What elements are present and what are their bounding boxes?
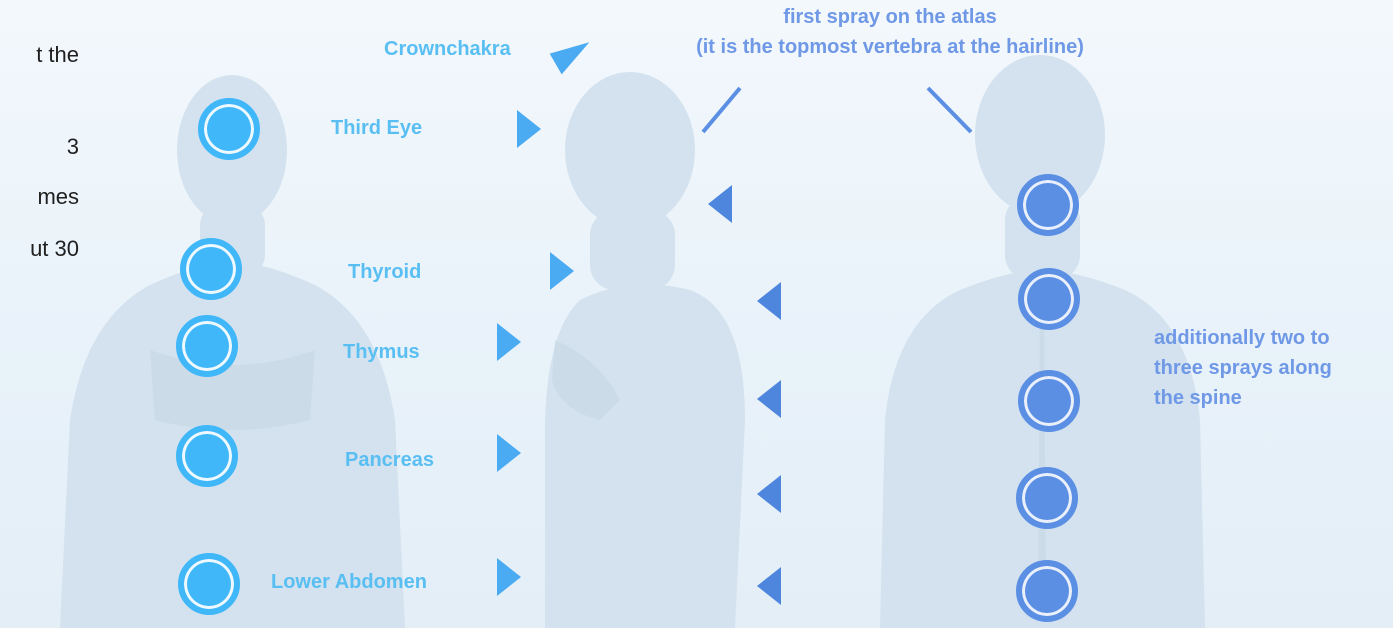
side-body-figure bbox=[545, 72, 745, 628]
spray-point-spine-2 bbox=[1018, 370, 1080, 432]
intro-text-fragment: t the 3 mes ut 30 bbox=[0, 0, 85, 300]
atlas-pointer-line-left bbox=[703, 88, 740, 132]
pointer-left-icon bbox=[757, 567, 781, 605]
spine-note-line-1: additionally two to bbox=[1154, 323, 1332, 353]
pointer-right-icon bbox=[497, 558, 521, 596]
spine-note: additionally two to three sprays along t… bbox=[1154, 323, 1332, 413]
spray-point-lower-abdomen bbox=[178, 553, 240, 615]
atlas-note-line-2: (it is the topmost vertebra at the hairl… bbox=[620, 32, 1160, 62]
label-thyroid: Thyroid bbox=[348, 261, 421, 284]
spray-point-pancreas bbox=[176, 425, 238, 487]
label-pancreas: Pancreas bbox=[345, 449, 434, 472]
intro-line-1: t the bbox=[36, 42, 79, 68]
spray-point-spine-4 bbox=[1016, 560, 1078, 622]
spine-note-line-3: the spine bbox=[1154, 383, 1332, 413]
intro-line-2: 3 bbox=[67, 134, 79, 160]
intro-line-4: ut 30 bbox=[30, 236, 79, 262]
spray-point-atlas bbox=[1017, 174, 1079, 236]
pointer-left-icon bbox=[757, 380, 781, 418]
spray-point-spine-3 bbox=[1016, 467, 1078, 529]
pointer-left-icon bbox=[757, 282, 781, 320]
pointer-right-icon bbox=[497, 323, 521, 361]
spray-point-thyroid bbox=[180, 238, 242, 300]
label-third-eye: Third Eye bbox=[331, 117, 422, 140]
atlas-pointer-line-right bbox=[928, 88, 971, 132]
pointer-right-icon bbox=[550, 252, 574, 290]
spray-point-third-eye bbox=[198, 98, 260, 160]
spray-point-spine-1 bbox=[1018, 268, 1080, 330]
pointer-left-icon bbox=[757, 475, 781, 513]
atlas-note: first spray on the atlas (it is the topm… bbox=[620, 2, 1160, 62]
intro-line-3: mes bbox=[37, 184, 79, 210]
label-thymus: Thymus bbox=[343, 341, 420, 364]
atlas-note-line-1: first spray on the atlas bbox=[620, 2, 1160, 32]
label-lower-abdomen: Lower Abdomen bbox=[271, 571, 427, 594]
spine-note-line-2: three sprays along bbox=[1154, 353, 1332, 383]
label-crownchakra: Crownchakra bbox=[384, 38, 511, 61]
pointer-right-icon bbox=[497, 434, 521, 472]
pointer-right-icon bbox=[517, 110, 541, 148]
spray-point-thymus bbox=[176, 315, 238, 377]
pointer-left-icon bbox=[708, 185, 732, 223]
